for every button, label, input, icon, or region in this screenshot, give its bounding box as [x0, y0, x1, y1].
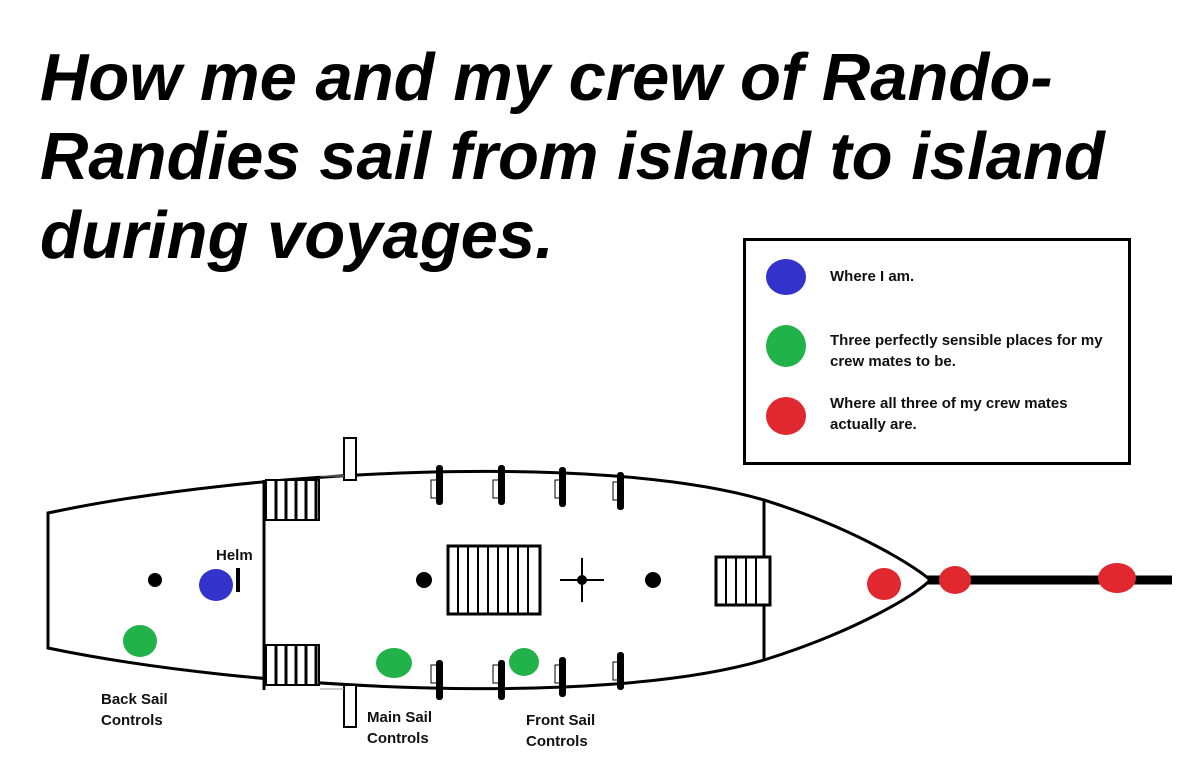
mast-front — [645, 572, 661, 588]
title-line-1: How me and my crew of Rando- — [40, 40, 1053, 115]
back-sail-label-line1: Back Sail — [101, 691, 168, 708]
cargo-hatch — [446, 544, 542, 616]
legend-box: Where I am. Three perfectly sensible pla… — [743, 238, 1131, 465]
page-title: How me and my crew of Rando- Randies sai… — [40, 38, 1105, 275]
sensible-position-front-sail — [509, 648, 539, 676]
sensible-position-back-sail — [123, 625, 157, 657]
cannons-bottom — [430, 652, 624, 700]
compass-crosshair-icon — [560, 558, 604, 602]
front-hatch — [714, 555, 772, 607]
mast-main — [416, 572, 432, 588]
front-sail-label: Front Sail Controls — [526, 710, 595, 752]
red-dot-icon — [766, 397, 806, 435]
front-sail-label-line2: Controls — [526, 733, 588, 750]
title-line-3: during voyages. — [40, 198, 554, 273]
stairs-bottom — [265, 644, 320, 686]
main-sail-label: Main Sail Controls — [367, 707, 432, 749]
actual-position-2 — [939, 566, 971, 594]
helm-wheel — [236, 568, 240, 592]
back-sail-label-line2: Controls — [101, 712, 163, 729]
legend-label-sensible: Three perfectly sensible places for my c… — [830, 332, 1103, 370]
stairs-top — [265, 479, 320, 521]
back-sail-label: Back Sail Controls — [101, 689, 168, 731]
legend-label-me: Where I am. — [830, 268, 915, 285]
legend-label-actual: Where all three of my crew mates actuall… — [830, 395, 1068, 433]
title-line-2: Randies sail from island to island — [40, 119, 1105, 194]
gangplank-top — [343, 437, 357, 481]
front-sail-label-line1: Front Sail — [526, 712, 596, 729]
actual-position-1 — [867, 568, 901, 600]
mast-back — [148, 573, 162, 587]
cannons-top — [430, 465, 624, 510]
sensible-position-main-sail — [376, 648, 412, 678]
me-position-dot — [199, 569, 233, 601]
helm-label: Helm — [216, 547, 253, 564]
actual-position-3 — [1098, 563, 1136, 593]
green-dot-icon — [766, 325, 806, 367]
main-sail-label-line2: Controls — [367, 730, 429, 747]
main-sail-label-line1: Main Sail — [367, 709, 433, 726]
blue-dot-icon — [766, 259, 806, 295]
gangplank-bottom — [343, 684, 357, 728]
